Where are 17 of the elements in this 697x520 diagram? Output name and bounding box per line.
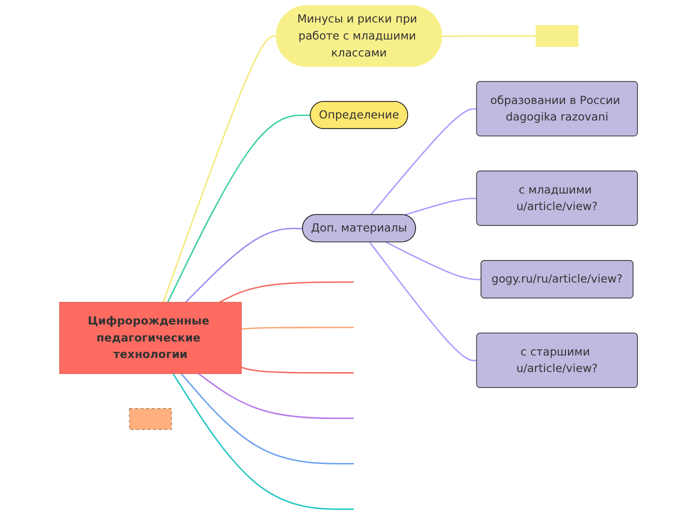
connector-line (198, 373, 354, 419)
connector-line (172, 373, 354, 510)
connector-line (404, 198, 478, 216)
connector-line (241, 326, 354, 330)
connector-line (442, 35, 536, 38)
node-box (129, 408, 172, 430)
connector-line (370, 108, 478, 216)
node-box (536, 25, 578, 47)
connector-line (369, 242, 478, 362)
connector-line (180, 373, 354, 464)
connector-line (386, 242, 482, 280)
connector-line (241, 366, 354, 374)
node-box: Цифророжденные педагогические технологии (59, 302, 242, 374)
connector-line (162, 36, 277, 303)
connector-line (185, 228, 303, 303)
connector-line (219, 281, 354, 303)
connector-line (167, 114, 311, 303)
